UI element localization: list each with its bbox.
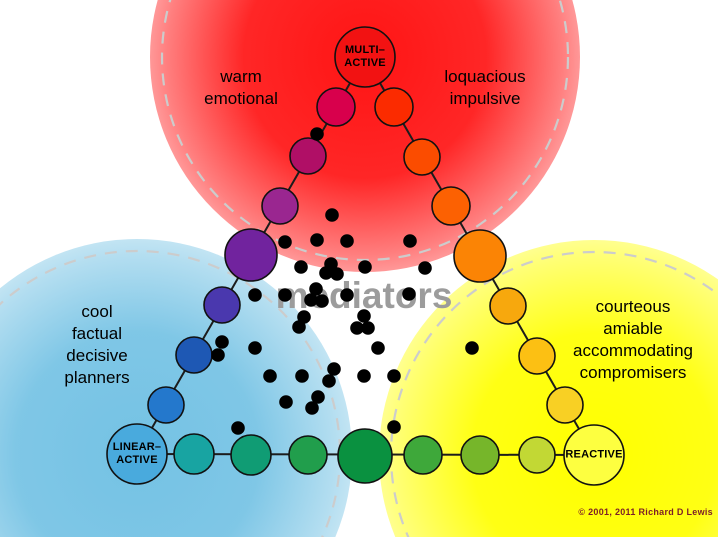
country-dot bbox=[371, 341, 385, 355]
reactive-label: REACTIVE bbox=[565, 448, 623, 461]
country-dot bbox=[315, 294, 329, 308]
country-dot bbox=[325, 208, 339, 222]
scale-circle-left-5 bbox=[175, 336, 213, 374]
country-dot bbox=[231, 421, 245, 435]
country-dot bbox=[387, 369, 401, 383]
scale-circle-left-1 bbox=[289, 137, 327, 175]
scale-circle-bottom-9 bbox=[288, 435, 328, 475]
scale-circle-bottom-12 bbox=[460, 435, 500, 475]
country-dot bbox=[357, 369, 371, 383]
country-dot bbox=[340, 288, 354, 302]
country-dot bbox=[418, 261, 432, 275]
country-dot bbox=[278, 288, 292, 302]
scale-circle-right-14 bbox=[374, 87, 414, 127]
scale-circle-bottom-13 bbox=[518, 436, 556, 474]
scale-circle-right-15 bbox=[403, 138, 441, 176]
scale-circle-left-6 bbox=[147, 386, 185, 424]
scale-circle-right-18 bbox=[489, 287, 527, 325]
country-dot bbox=[361, 321, 375, 335]
country-dot bbox=[278, 235, 292, 249]
country-dot bbox=[305, 401, 319, 415]
country-dot bbox=[350, 321, 364, 335]
country-dot bbox=[279, 395, 293, 409]
country-dot bbox=[292, 320, 306, 334]
country-dot bbox=[294, 260, 308, 274]
country-dot bbox=[295, 369, 309, 383]
scale-circle-right-16 bbox=[431, 186, 471, 226]
country-dot bbox=[358, 260, 372, 274]
scale-circle-right-17 bbox=[453, 229, 507, 283]
country-dot bbox=[211, 348, 225, 362]
country-dot bbox=[340, 234, 354, 248]
label-warm-emotional: warm emotional bbox=[204, 67, 278, 108]
scale-circle-left-0 bbox=[316, 87, 356, 127]
country-dot bbox=[310, 127, 324, 141]
country-dot bbox=[263, 369, 277, 383]
label-loquacious-impulsive: loquacious impulsive bbox=[444, 67, 526, 108]
scale-circle-left-2 bbox=[261, 187, 299, 225]
scale-circle-bottom-7 bbox=[173, 433, 215, 475]
country-dot bbox=[465, 341, 479, 355]
country-dot bbox=[215, 335, 229, 349]
scale-circle-bottom-8 bbox=[230, 434, 272, 476]
label-cool-factual-decisive-planners: cool factual decisive planners bbox=[64, 302, 130, 387]
country-dot bbox=[322, 374, 336, 388]
country-dot bbox=[310, 233, 324, 247]
country-dot bbox=[402, 287, 416, 301]
multi-active-label: MULTI– ACTIVE bbox=[344, 44, 386, 69]
country-dot bbox=[357, 309, 371, 323]
scale-circle-right-19 bbox=[518, 337, 556, 375]
label-courteous-amiable: courteous amiable accommodating compromi… bbox=[572, 297, 694, 382]
country-dot bbox=[387, 420, 401, 434]
scale-circle-bottom-10 bbox=[337, 428, 393, 484]
country-dot bbox=[248, 288, 262, 302]
country-dot bbox=[248, 341, 262, 355]
country-dot bbox=[403, 234, 417, 248]
scale-circle-right-20 bbox=[546, 386, 584, 424]
scale-circle-bottom-11 bbox=[403, 435, 443, 475]
scale-circle-left-3 bbox=[224, 228, 278, 282]
linear-active-label: LINEAR– ACTIVE bbox=[112, 441, 162, 466]
country-dot bbox=[330, 267, 344, 281]
scale-circle-left-4 bbox=[203, 286, 241, 324]
country-dot bbox=[327, 362, 341, 376]
copyright-notice: © 2001, 2011 Richard D Lewis bbox=[578, 507, 713, 517]
